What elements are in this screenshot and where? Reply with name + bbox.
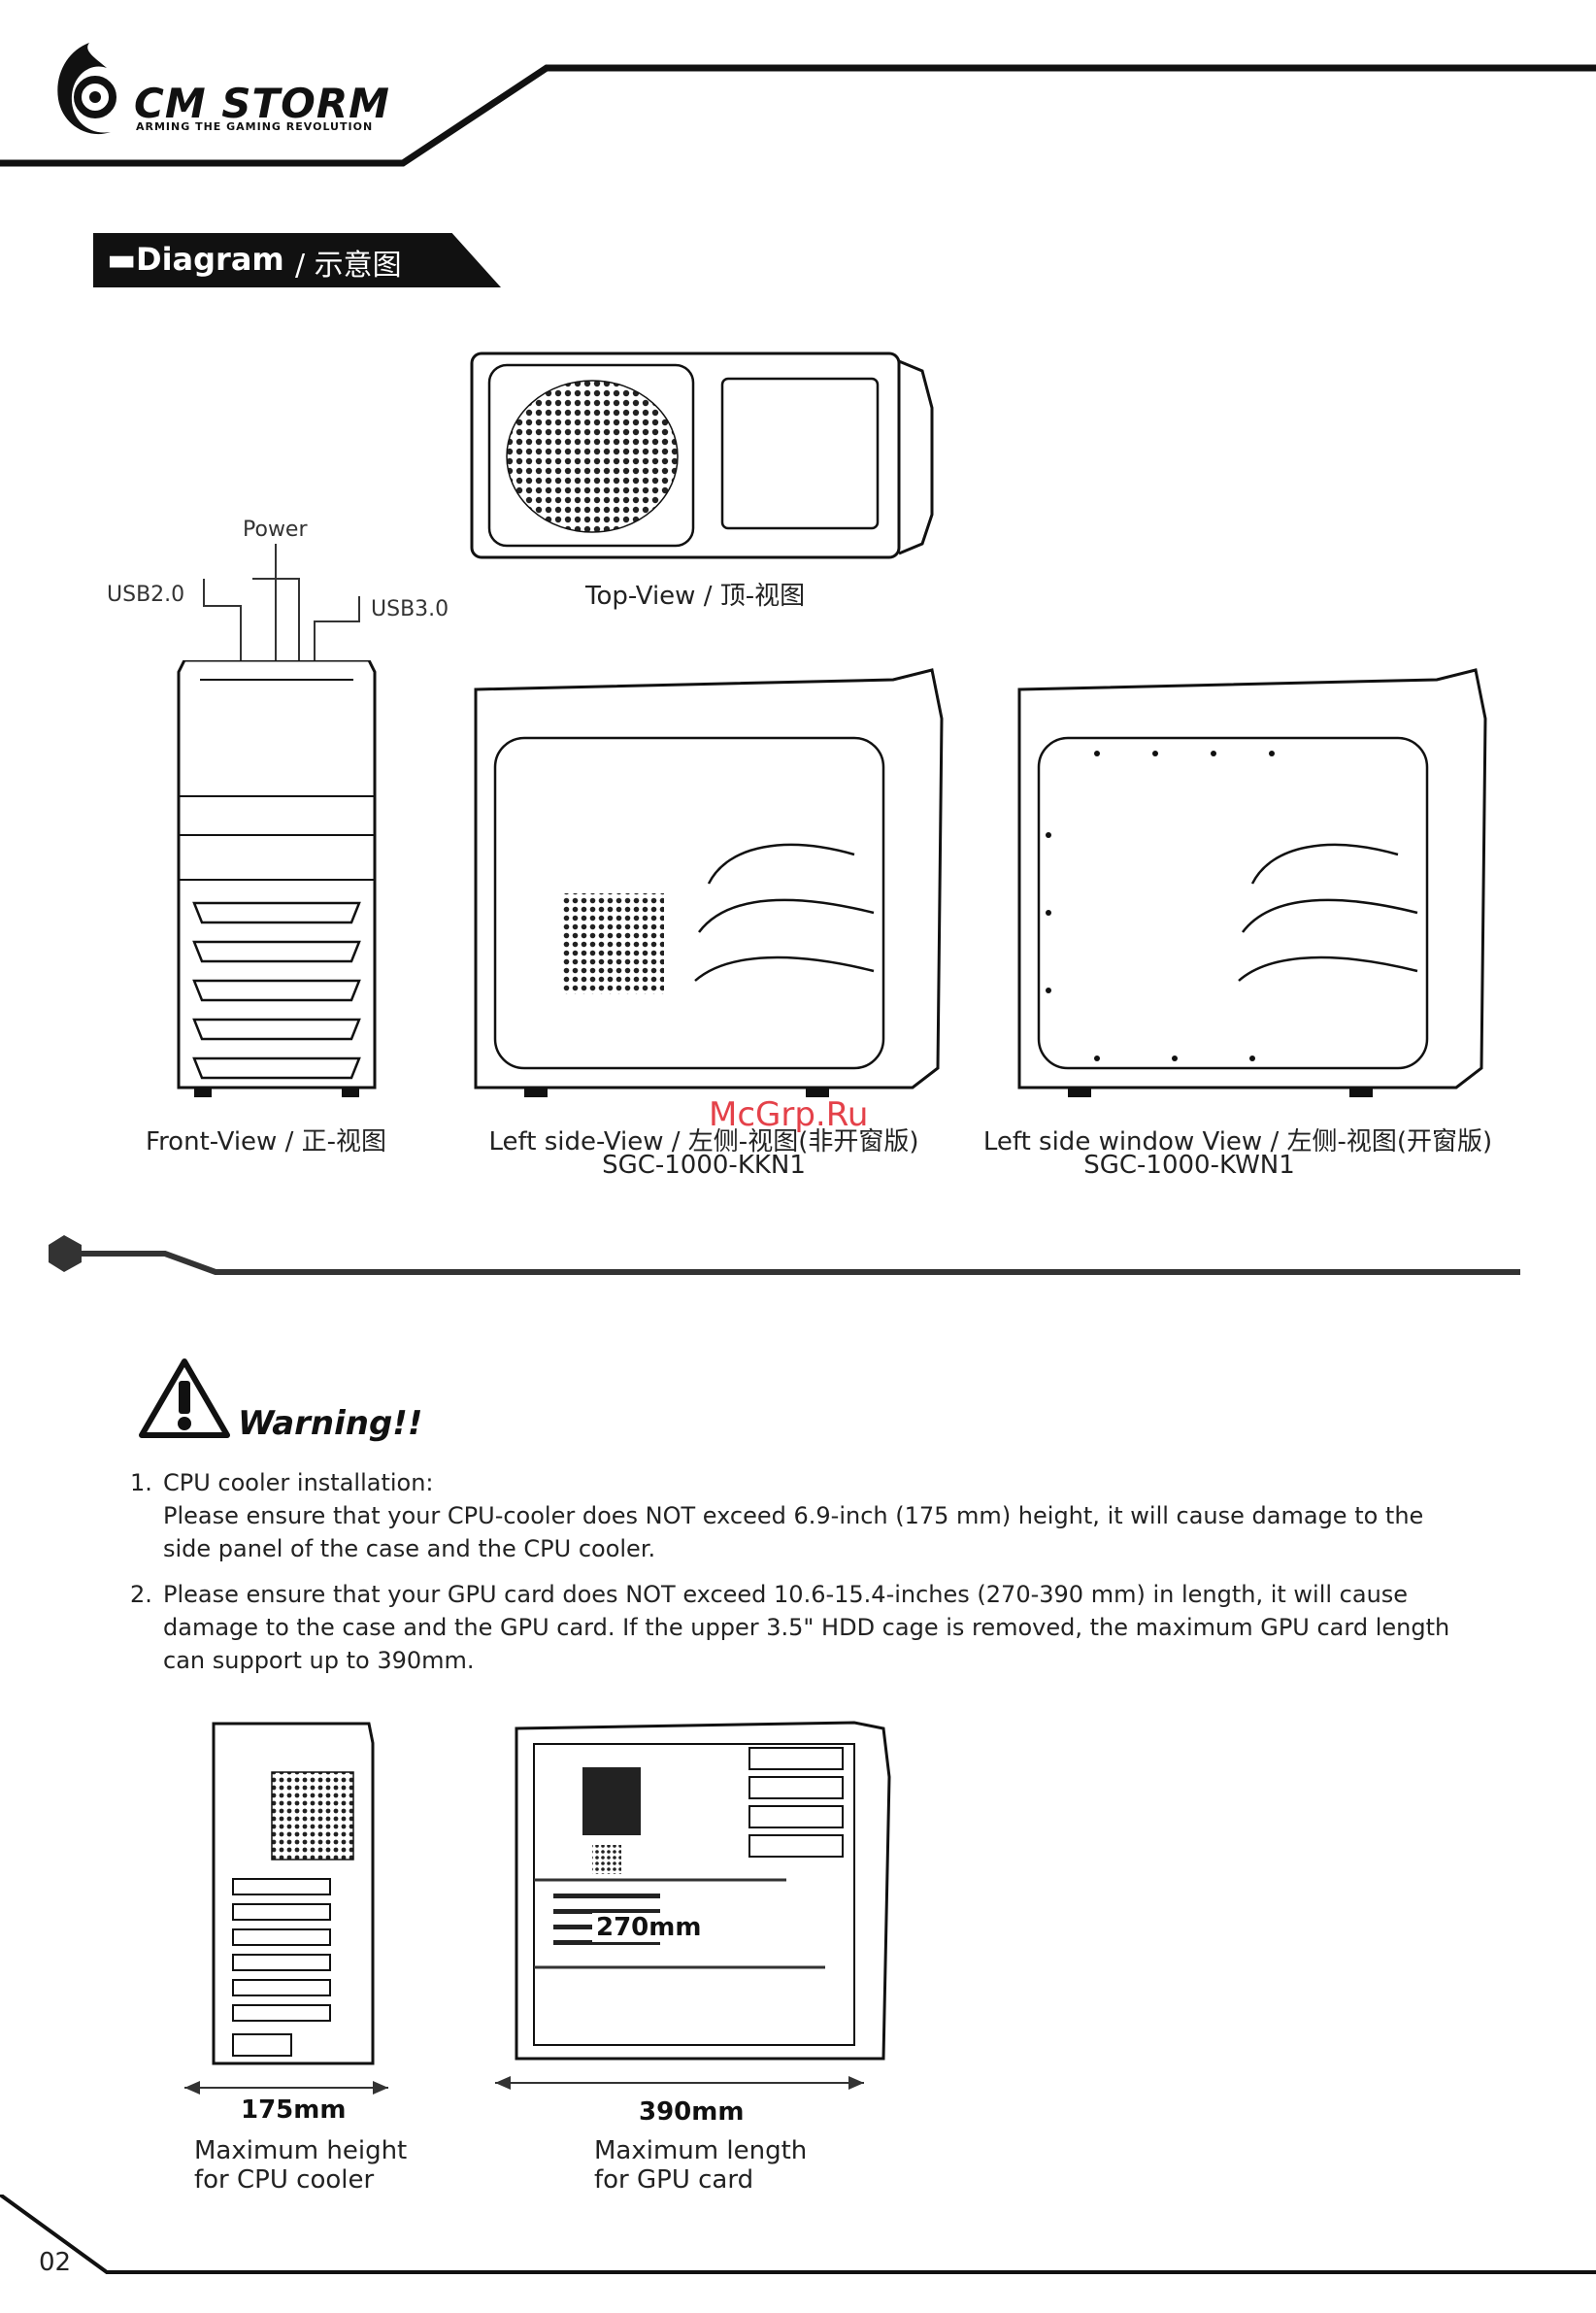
gpu-inner-dimension-label: 270mm xyxy=(592,1913,706,1942)
warning-item-2: 2. Please ensure that your GPU card does… xyxy=(130,1578,1489,1685)
brand-tagline: ARMING THE GAMING REVOLUTION xyxy=(136,120,374,133)
left-side-view-drawing xyxy=(474,668,944,1097)
front-view-caption: Front-View / 正-视图 xyxy=(146,1127,386,1156)
page-number: 02 xyxy=(39,2248,72,2277)
warning-item-1: 1. CPU cooler installation: Please ensur… xyxy=(130,1466,1489,1573)
power-label: Power xyxy=(243,518,308,542)
left-side-window-view-drawing xyxy=(1017,668,1487,1097)
usb3-label: USB3.0 xyxy=(371,597,449,621)
top-view-drawing xyxy=(470,352,934,559)
warning-item-text: Please ensure that your GPU card does NO… xyxy=(163,1581,1450,1674)
gpu-dimension-label: 390mm xyxy=(639,2097,745,2127)
gpu-card-clearance-drawing xyxy=(495,1721,891,2090)
section-divider xyxy=(49,1235,1520,1275)
section-title-cn: / 示意图 xyxy=(295,249,402,283)
watermark: McGrp.Ru xyxy=(709,1095,869,1134)
cm-storm-logo-icon xyxy=(57,43,116,135)
section-bullet: ▬ xyxy=(107,241,137,278)
front-view-drawing xyxy=(177,660,377,1097)
footer-rule xyxy=(0,2195,1596,2274)
left-side-view-caption: Left side-View / 左侧-视图(非开窗版) xyxy=(488,1127,919,1156)
brand-name: CM STORM xyxy=(134,80,390,127)
cpu-cooler-clearance-drawing xyxy=(184,1722,388,2095)
window-view-model: SGC-1000-KWN1 xyxy=(1083,1151,1295,1180)
warning-item-number: 2. xyxy=(130,1581,152,1608)
cpu-caption-line1: Maximum height xyxy=(194,2136,408,2165)
section-title: Diagram xyxy=(136,241,284,278)
section-title-bar: ▬ Diagram / 示意图 xyxy=(93,233,501,287)
usb2-label: USB2.0 xyxy=(107,583,185,607)
port-callout-lines xyxy=(203,544,360,664)
warning-title: Warning!! xyxy=(238,1404,423,1443)
top-view-caption: Top-View / 顶-视图 xyxy=(585,582,806,611)
warning-item-text: Please ensure that your CPU-cooler does … xyxy=(163,1502,1424,1562)
warning-item-number: 1. xyxy=(130,1469,152,1496)
header-rule xyxy=(0,64,1596,167)
warning-item-heading: CPU cooler installation: xyxy=(163,1469,434,1496)
gpu-caption-line1: Maximum length xyxy=(594,2136,808,2165)
cpu-caption-line2: for CPU cooler xyxy=(194,2165,375,2195)
cpu-dimension-label: 175mm xyxy=(241,2095,347,2125)
gpu-caption-line2: for GPU card xyxy=(594,2165,754,2195)
window-view-caption: Left side window View / 左侧-视图(开窗版) xyxy=(982,1127,1493,1156)
left-side-view-model: SGC-1000-KKN1 xyxy=(602,1151,806,1180)
warning-icon xyxy=(139,1358,230,1438)
